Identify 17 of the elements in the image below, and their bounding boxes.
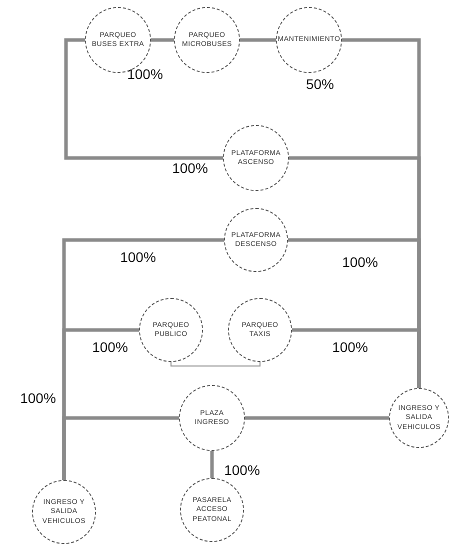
connector-line [64, 38, 223, 160]
percentage-label: 100% [120, 249, 156, 265]
percentage-label: 100% [342, 254, 378, 270]
percentage-label: 100% [20, 390, 56, 406]
percentage-label: 100% [332, 339, 368, 355]
percentage-label: 100% [224, 462, 260, 478]
connector-line [62, 416, 179, 480]
percentage-label: 100% [172, 160, 208, 176]
connector-line [245, 416, 389, 420]
connector-line [151, 38, 174, 42]
percentage-label: 100% [127, 66, 163, 82]
connector-line [210, 451, 214, 478]
connector-line [170, 362, 260, 366]
percentage-label: 100% [92, 339, 128, 355]
connector-line [240, 38, 276, 42]
connector-line [292, 328, 421, 388]
percentage-label: 50% [306, 76, 334, 92]
